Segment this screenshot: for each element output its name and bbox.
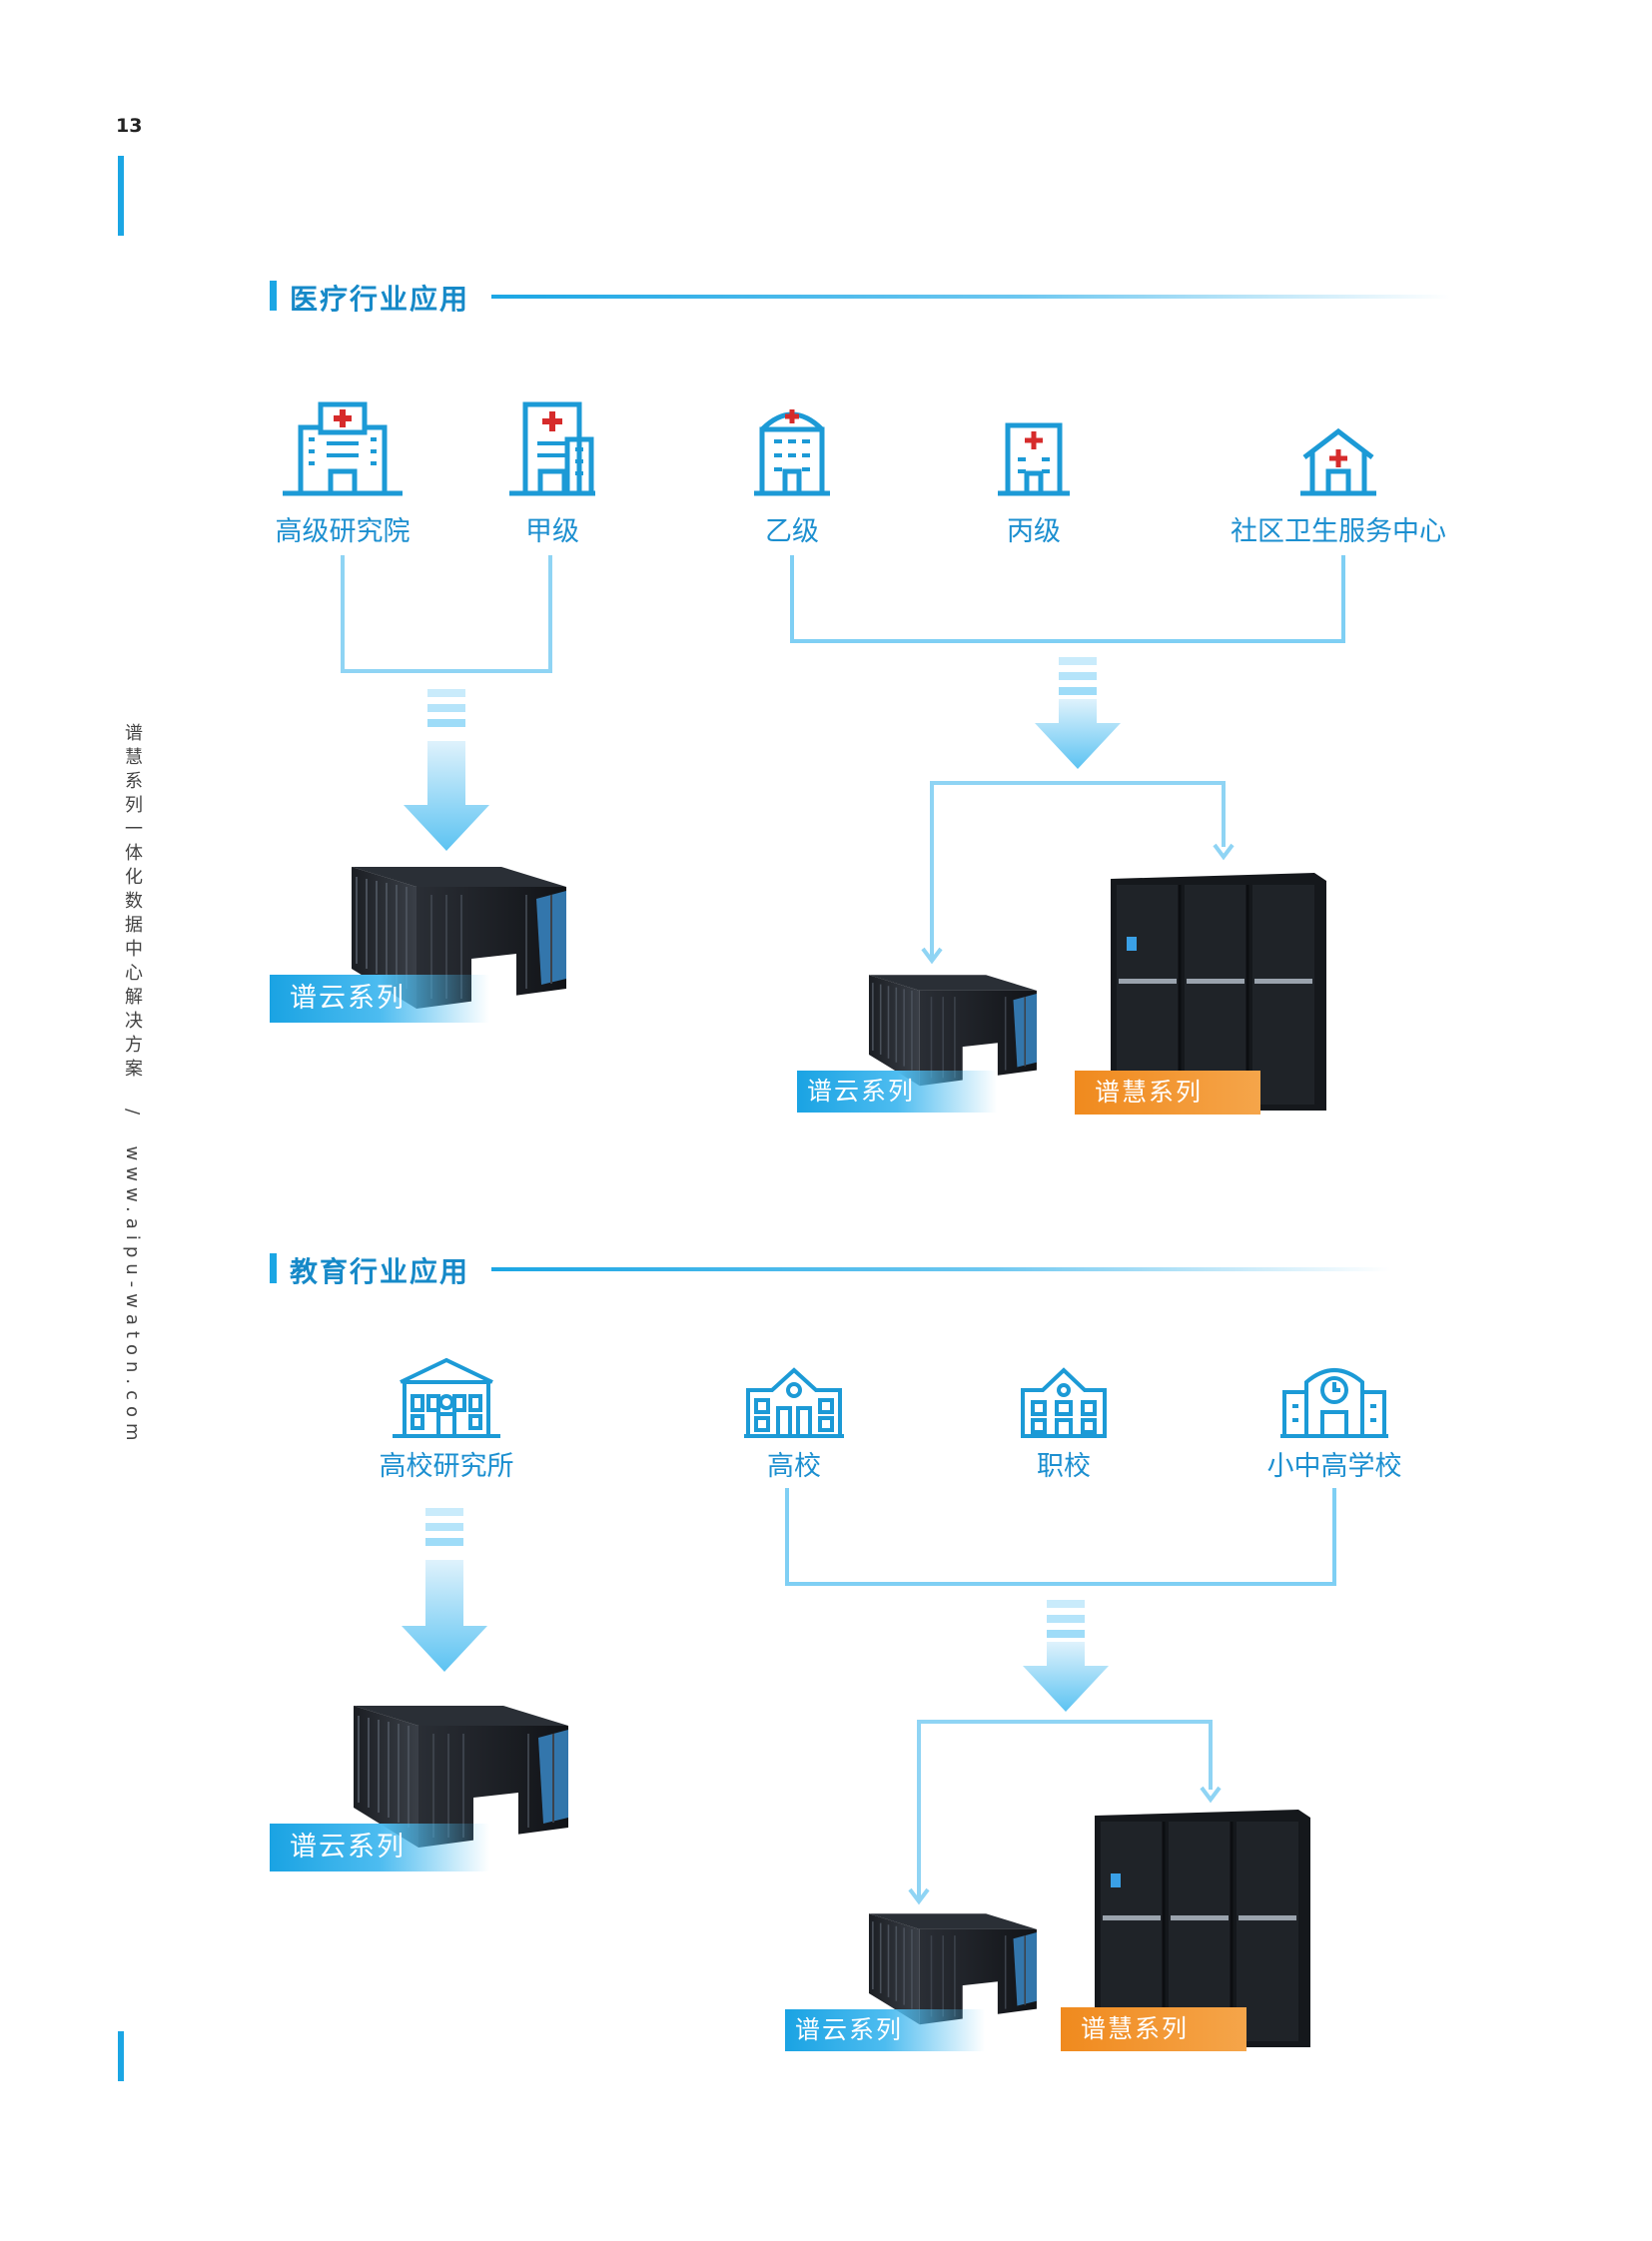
- tag-wise-series: 谱慧系列: [1061, 2007, 1246, 2051]
- heading-marker: [270, 1253, 277, 1283]
- section-title: 医疗行业应用: [290, 283, 470, 316]
- label-vocational-school: 职校: [1037, 1451, 1091, 1482]
- heading-marker: [270, 281, 277, 311]
- section-title: 教育行业应用: [290, 1255, 470, 1288]
- tag-wise-series: 谱慧系列: [1075, 1071, 1260, 1115]
- label-university-institute: 高校研究所: [379, 1451, 514, 1482]
- medical-connectors: [341, 555, 1345, 965]
- hospital-tower-icon: [752, 399, 832, 499]
- label-community-health-center: 社区卫生服务中心: [1231, 516, 1446, 547]
- education-connectors: [402, 1488, 1336, 1905]
- label-grade-c: 丙级: [1007, 516, 1061, 547]
- hospital-large-icon: [281, 399, 405, 499]
- side-caption: 谱慧系列一体化数据中心解决方案 / www.aipu-waton.com: [120, 723, 144, 1447]
- vocational-school-icon: [1019, 1362, 1109, 1442]
- down-arrow-icon: [1023, 1600, 1109, 1712]
- accent-bar-bottom: [118, 2031, 124, 2081]
- down-arrow-icon: [404, 689, 489, 851]
- down-arrow-icon: [402, 1508, 487, 1672]
- side-caption-separator: /: [122, 1108, 143, 1120]
- tag-cloud-series: 谱云系列: [785, 2009, 985, 2051]
- tag-cloud-series: 谱云系列: [797, 1071, 997, 1113]
- heading-rule: [491, 295, 1450, 299]
- side-caption-title: 谱慧系列一体化数据中心解决方案: [122, 723, 143, 1083]
- label-grade-a: 甲级: [525, 516, 579, 547]
- wise-series-cabinet-image: [1111, 873, 1326, 1111]
- page-number: 13: [116, 115, 143, 137]
- label-college: 高校: [767, 1451, 821, 1482]
- accent-bar-top: [118, 156, 124, 236]
- heading-rule: [491, 1267, 1390, 1271]
- wise-series-cabinet-image: [1095, 1810, 1310, 2047]
- college-icon: [742, 1362, 846, 1442]
- school-clock-icon: [1278, 1358, 1390, 1442]
- clinic-icon: [996, 419, 1072, 499]
- label-k12-school: 小中高学校: [1266, 1451, 1402, 1482]
- label-advanced-institute: 高级研究院: [275, 516, 411, 547]
- tag-cloud-series: 谱云系列: [270, 975, 489, 1023]
- side-caption-url: www.aipu-waton.com: [122, 1145, 143, 1447]
- community-health-icon: [1298, 427, 1378, 499]
- university-icon: [391, 1356, 502, 1442]
- hospital-tall-icon: [507, 399, 597, 499]
- down-arrow-icon: [1035, 657, 1121, 769]
- tag-cloud-series: 谱云系列: [270, 1824, 489, 1871]
- label-grade-b: 乙级: [765, 516, 819, 547]
- cloud-series-rack-image: [868, 975, 1037, 1087]
